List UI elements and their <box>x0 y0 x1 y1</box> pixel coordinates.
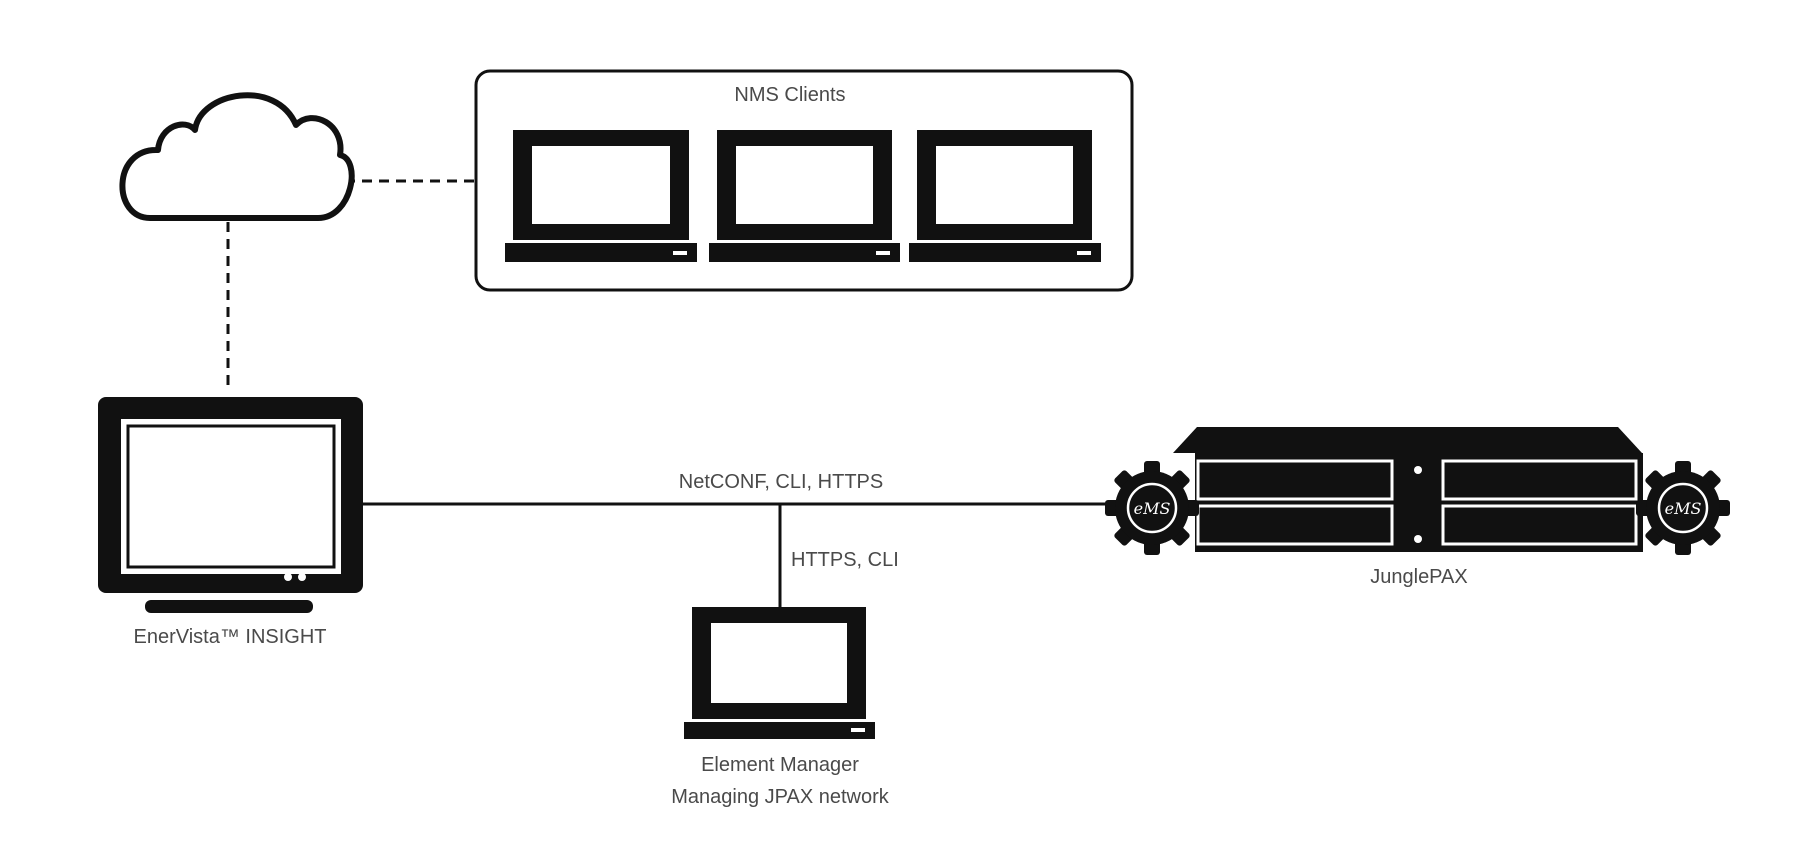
nms-clients-label: NMS Clients <box>734 84 845 106</box>
element-manager-label: Element Manager <box>701 754 859 776</box>
element-manager-sublabel: Managing JPAX network <box>671 786 890 808</box>
element-manager-link-label: HTTPS, CLI <box>791 549 899 571</box>
laptop-icon <box>505 130 697 262</box>
enervista-label: EnerVista™ INSIGHT <box>133 626 326 648</box>
main-link-label: NetCONF, CLI, HTTPS <box>679 471 883 493</box>
ems-badge-text: eMS <box>1665 499 1702 518</box>
rack-server-icon <box>1173 427 1643 552</box>
laptop-icon <box>684 607 875 739</box>
gear-icon: eMS <box>1636 461 1730 555</box>
gear-icon: eMS <box>1105 461 1199 555</box>
laptop-icon <box>909 130 1101 262</box>
cloud-icon <box>119 92 355 221</box>
ems-badge-text: eMS <box>1134 499 1171 518</box>
laptop-icon <box>709 130 900 262</box>
monitor-icon <box>98 397 363 613</box>
junglepax-label: JunglePAX <box>1370 566 1467 588</box>
